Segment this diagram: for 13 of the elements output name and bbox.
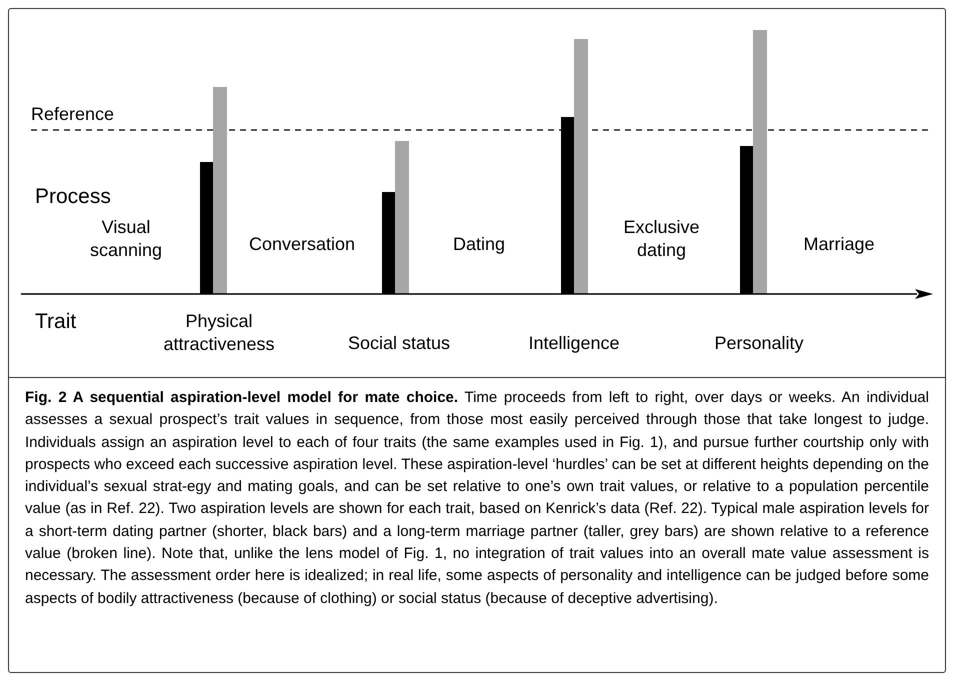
- row-heading: Process: [35, 184, 111, 210]
- process-stage-label: Exclusive dating: [622, 216, 701, 262]
- process-stage-label: Marriage: [802, 233, 876, 256]
- process-stage-label: Dating: [452, 233, 506, 256]
- reference-label: Reference: [31, 103, 114, 126]
- trait-label: Social status: [346, 332, 452, 355]
- figure-caption: Fig. 2 A sequential aspiration-level model for mate choice. Time proceeds from left to right, over days or weeks. An individual assesses a sexual prospect’s trait values in sequence, from those most easily perceived through those that take longest to judge. Individuals assign an aspiration level to each of four traits (the same examples used in Fig. 1), and pursue further courtship only with prospects who exceed each successive aspiration level. These aspiration-level ‘hurdles’ can be set at different heights depending on the individual’s sexual strat-egy and mating goals, and can be set relative to one’s own trait values, or relative to a population percentile value (as in Ref. 22). Two aspiration levels are shown for each trait, based on Kenrick’s data (Ref. 22). Typical male aspiration levels for a short-term dating partner (shorter, black bars) and a long-term marriage partner (taller, grey bars) are shown relative to a reference value (broken line). Note that, unlike the lens model of Fig. 1, no integration of trait values into an overall mate value assessment is necessary. The assessment order here is idealized; in real life, some aspects of personality and intelligence can be judged before some aspects of bodily attractiveness (because of clothing) or social status (because of deceptive advertising).: [25, 388, 929, 609]
- trait-label: Personality: [713, 332, 805, 355]
- process-stage-label: Conversation: [248, 233, 356, 256]
- trait-label: Physical attractiveness: [162, 310, 276, 356]
- process-stage-label: Visual scanning: [88, 216, 164, 262]
- row-heading: Trait: [35, 309, 76, 335]
- trait-label: Intelligence: [527, 332, 621, 355]
